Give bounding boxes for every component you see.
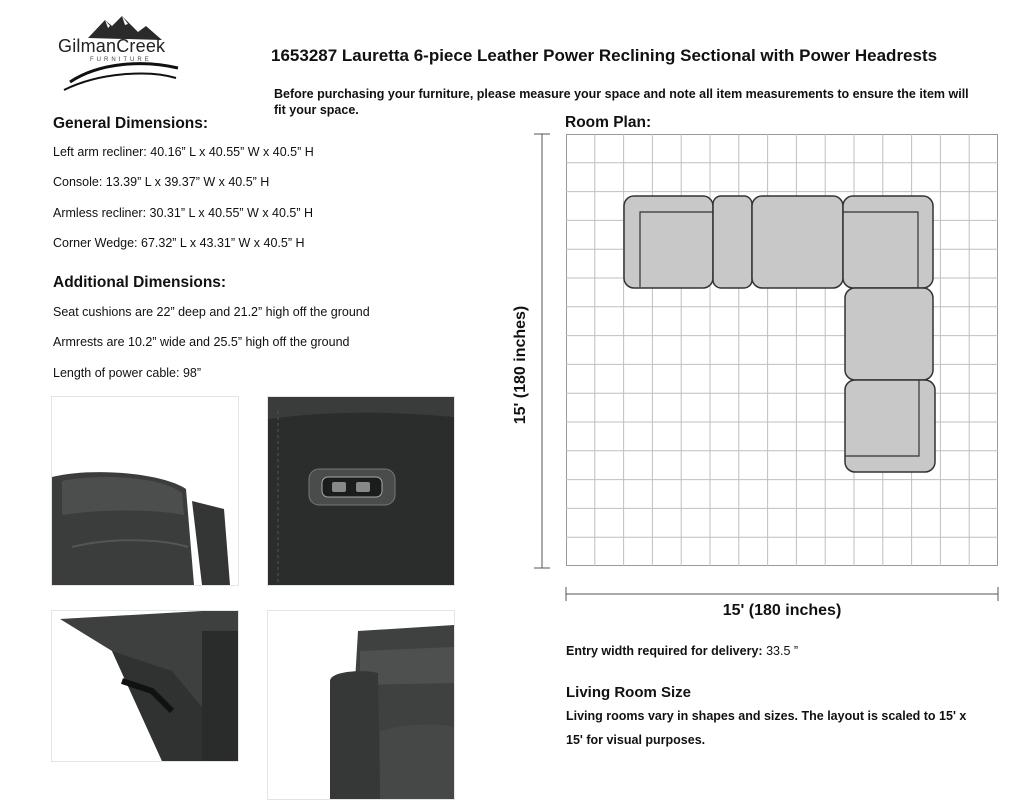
dimension-console: Console: 13.39” L x 39.37” W x 40.5” H — [53, 175, 270, 189]
living-room-size-heading: Living Room Size — [566, 684, 692, 701]
sofa-arm-photo-icon — [268, 611, 454, 799]
headrest-photo — [51, 396, 239, 586]
brand-name: GilmanCreek — [58, 36, 166, 56]
sectional-right-arm-recliner — [844, 379, 936, 473]
vertical-dimension-line — [534, 133, 550, 569]
dimension-armless-recliner: Armless recliner: 30.31” L x 40.55” W x … — [53, 206, 314, 220]
additional-dimensions-heading: Additional Dimensions: — [53, 274, 227, 291]
dimension-left-arm-recliner: Left arm recliner: 40.16” L x 40.55” W x… — [53, 145, 314, 159]
entry-width-label: Entry width required for delivery: — [566, 644, 763, 658]
sectional-right-arm-outline — [845, 380, 920, 457]
brand-logo: GilmanCreek FURNITURE — [50, 12, 190, 102]
dimension-corner-wedge: Corner Wedge: 67.32” L x 43.31” W x 40.5… — [53, 236, 305, 250]
product-title: 1653287 Lauretta 6-piece Leather Power R… — [271, 46, 938, 65]
sectional-corner-outline — [843, 211, 919, 288]
power-button-photo-icon — [268, 397, 454, 585]
sectional-armless-recliner-2 — [844, 287, 934, 381]
entry-width: Entry width required for delivery: 33.5 … — [566, 644, 798, 658]
headrest-photo-icon — [52, 397, 238, 585]
sectional-console — [712, 195, 753, 289]
general-dimensions-heading: General Dimensions: — [53, 115, 209, 132]
room-plan-grid — [566, 134, 998, 566]
sectional-pieces — [623, 195, 936, 473]
sectional-left-arm-recliner — [623, 195, 714, 289]
recliner-mechanism-photo — [51, 610, 239, 762]
sofa-arm-photo — [267, 610, 455, 800]
sectional-left-arm-outline — [639, 211, 713, 287]
seat-cushion-dimension: Seat cushions are 22” deep and 21.2” hig… — [53, 305, 370, 319]
mountain-logo-icon — [63, 16, 179, 91]
brand-tagline: FURNITURE — [90, 57, 152, 63]
power-button-photo — [267, 396, 455, 586]
vertical-dimension-label: 15' (180 inches) — [508, 306, 534, 425]
measure-notice: Before purchasing your furniture, please… — [274, 87, 969, 117]
horizontal-dimension-label: 15' (180 inches) — [722, 602, 842, 619]
sectional-armless-recliner-1 — [751, 195, 844, 289]
horizontal-dimension-line — [565, 587, 999, 601]
power-cable-length: Length of power cable: 98” — [53, 366, 202, 380]
living-room-size-text: Living rooms vary in shapes and sizes. T… — [566, 709, 967, 747]
sectional-corner-wedge — [842, 195, 934, 289]
armrest-dimension: Armrests are 10.2” wide and 25.5” high o… — [53, 335, 350, 349]
room-plan-heading: Room Plan: — [565, 114, 652, 131]
recliner-mechanism-photo-icon — [52, 611, 238, 761]
entry-width-value: 33.5 ” — [766, 644, 799, 658]
vertical-dimension-text: 15' (180 inches) — [512, 305, 529, 425]
